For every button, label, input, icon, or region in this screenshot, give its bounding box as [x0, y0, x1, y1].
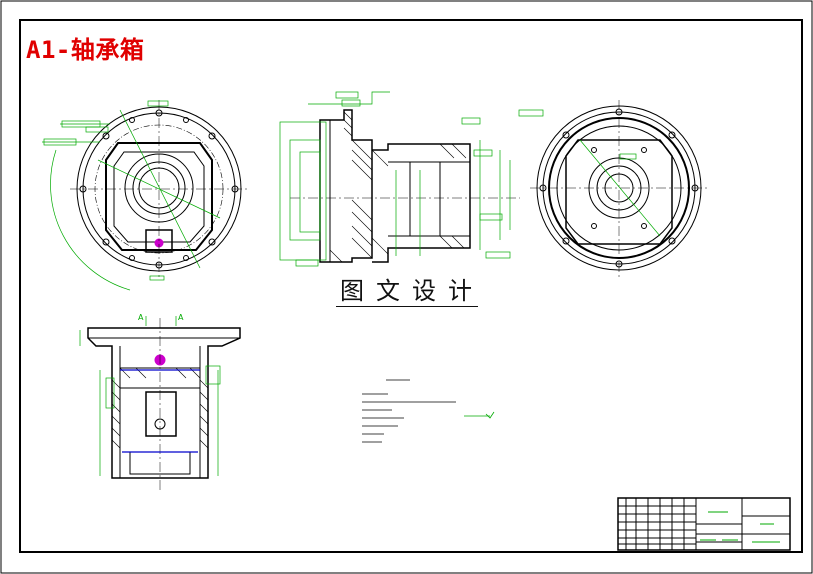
section-aa-hatch [111, 367, 209, 449]
section-label-a-right: A [178, 313, 184, 322]
front-view-left [70, 100, 248, 280]
title-block [617, 497, 791, 551]
watermark-text: 图文设计 [338, 271, 486, 306]
side-view-right [530, 100, 708, 278]
section-view-middle [290, 109, 520, 263]
section-aa-view [87, 318, 241, 490]
roughness-note [464, 411, 495, 419]
section-view-hatch [329, 111, 467, 263]
section-aa-blue-marks [120, 369, 200, 453]
section-label-a-left: A [138, 313, 144, 322]
title-block-marks [700, 511, 780, 543]
drawing-title: A1-轴承箱 [26, 36, 145, 64]
technical-notes [362, 379, 456, 443]
section-view-dims [279, 91, 511, 267]
inner-frame [19, 19, 803, 553]
front-view-left-dims [42, 100, 221, 291]
side-view-right-dims [518, 109, 661, 237]
watermark-underline [336, 306, 478, 307]
section-aa-dims [79, 316, 221, 476]
